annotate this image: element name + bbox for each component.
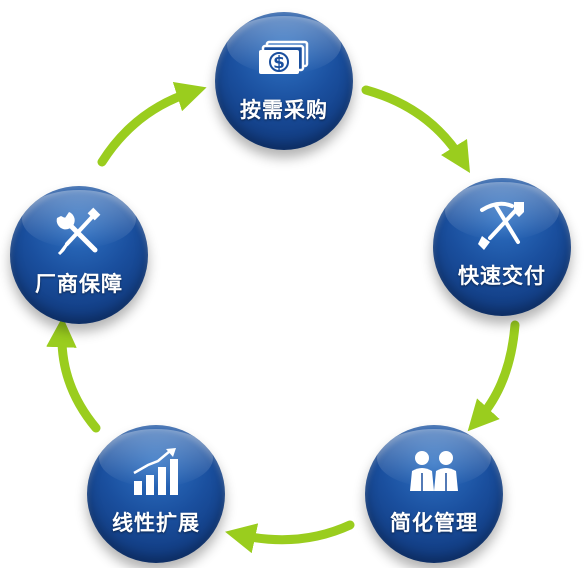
arrow-left-to-top — [97, 82, 207, 167]
node-vendor-guarantee: 厂商保障 — [10, 186, 148, 324]
bar-growth-icon — [126, 443, 186, 503]
node-fast-delivery: 快速交付 — [433, 178, 571, 316]
node-simplified-management: 简化管理 — [365, 425, 503, 563]
node-label: 厂商保障 — [35, 272, 123, 296]
pick-shovel-icon — [472, 196, 532, 256]
people-icon — [404, 443, 464, 503]
node-on-demand-purchase: $ 按需采购 — [215, 12, 353, 150]
node-label: 快速交付 — [458, 264, 546, 288]
arrow-top-to-right — [361, 85, 471, 174]
arrow-bottom-right-to-bottom-left — [225, 520, 355, 554]
arrow-right-to-bottom-right — [467, 320, 520, 432]
node-linear-expansion: 线性扩展 — [87, 425, 225, 563]
money-icon: $ — [254, 30, 314, 90]
svg-text:$: $ — [273, 53, 285, 73]
wrench-screwdriver-icon — [49, 204, 109, 264]
node-label: 按需采购 — [240, 98, 328, 122]
arrow-bottom-left-to-left — [46, 316, 101, 433]
node-label: 线性扩展 — [112, 511, 200, 535]
node-label: 简化管理 — [390, 511, 478, 535]
